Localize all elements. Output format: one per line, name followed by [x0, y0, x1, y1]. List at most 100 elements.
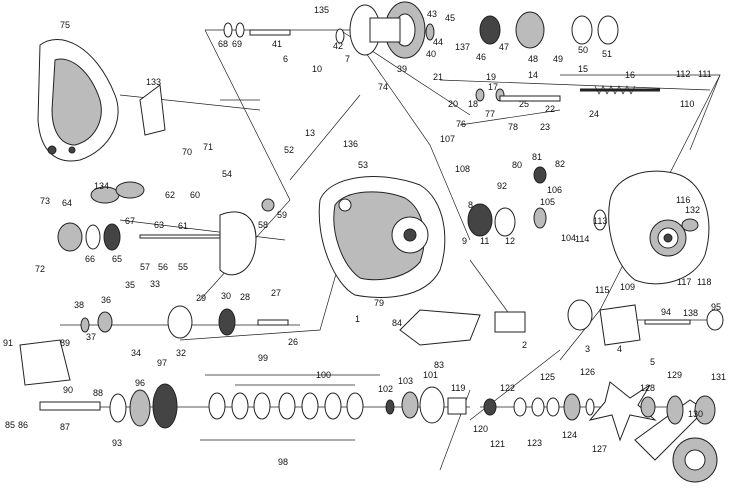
part-label: 56	[158, 262, 168, 272]
part-label: 88	[93, 388, 103, 398]
part-label: 5	[650, 357, 655, 367]
part-label: 30	[221, 291, 231, 301]
part-label: 97	[157, 358, 167, 368]
part-label: 52	[284, 145, 294, 155]
part-label: 48	[528, 54, 538, 64]
part-label: 29	[196, 293, 206, 303]
part-label: 138	[683, 308, 698, 318]
part-label: 8	[468, 200, 473, 210]
part-label: 111	[698, 69, 712, 79]
part-label: 37	[86, 332, 96, 342]
part-label: 137	[455, 42, 470, 52]
part-label: 120	[473, 424, 488, 434]
part-label: 53	[358, 160, 368, 170]
part-label: 125	[540, 372, 555, 382]
part-label: 20	[448, 99, 458, 109]
part-label: 89	[60, 338, 70, 348]
part-label: 39	[397, 64, 407, 74]
part-label: 18	[468, 99, 478, 109]
part-label: 84	[392, 318, 402, 328]
part-label: 80	[512, 160, 522, 170]
part-label: 21	[433, 72, 443, 82]
part-label: 101	[423, 370, 438, 380]
part-label: 74	[378, 82, 388, 92]
part-label: 75	[60, 20, 70, 30]
part-label: 7	[345, 54, 350, 64]
clicker-parts	[19, 84, 166, 386]
part-label: 62	[165, 190, 175, 200]
part-label: 22	[545, 104, 555, 114]
part-label: 2	[522, 340, 527, 350]
part-label: 105	[540, 197, 555, 207]
part-label: 14	[528, 70, 538, 80]
part-label: 34	[131, 348, 141, 358]
part-label: 82	[555, 159, 565, 169]
part-label: 115	[595, 285, 609, 295]
part-label: 58	[258, 220, 268, 230]
part-label: 71	[203, 142, 213, 152]
part-label: 113	[593, 216, 607, 226]
part-label: 127	[592, 444, 607, 454]
part-label: 126	[580, 367, 595, 377]
part-label: 94	[661, 307, 671, 317]
part-label: 73	[40, 196, 50, 206]
part-label: 98	[278, 457, 288, 467]
part-label: 90	[63, 385, 73, 395]
part-label: 109	[620, 282, 635, 292]
part-label: 99	[258, 353, 268, 363]
part-label: 33	[150, 279, 160, 289]
part-label: 23	[540, 122, 550, 132]
part-label: 110	[680, 99, 694, 109]
part-label: 54	[222, 169, 232, 179]
part-label: 86	[18, 420, 28, 430]
part-label: 65	[112, 254, 122, 264]
part-label: 26	[288, 337, 298, 347]
part-label: 66	[85, 254, 95, 264]
part-label: 11	[480, 236, 489, 246]
side-plate-left	[37, 39, 119, 162]
part-label: 83	[434, 360, 444, 370]
part-labels: 1 2 3 4 5 6 7 8 9 10 11 12 13 14 15 16 1…	[3, 5, 726, 467]
part-label: 3	[585, 344, 590, 354]
spool	[349, 1, 426, 59]
part-label: 16	[625, 70, 635, 80]
part-label: 49	[553, 54, 563, 64]
part-label: 24	[589, 109, 599, 119]
part-label: 133	[146, 77, 161, 87]
part-label: 4	[617, 344, 622, 354]
part-label: 35	[125, 280, 135, 290]
part-label: 6	[283, 54, 288, 64]
part-label: 95	[711, 302, 721, 312]
part-label: 72	[35, 264, 45, 274]
part-label: 68	[218, 39, 228, 49]
part-label: 47	[499, 42, 509, 52]
part-label: 55	[178, 262, 188, 272]
part-label: 96	[135, 378, 145, 388]
part-label: 103	[398, 376, 413, 386]
part-label: 106	[547, 185, 562, 195]
frame-body	[318, 176, 446, 298]
part-label: 57	[140, 262, 150, 272]
part-label: 108	[455, 164, 470, 174]
part-label: 76	[456, 119, 466, 129]
part-label: 64	[62, 198, 72, 208]
part-label: 78	[508, 122, 518, 132]
part-label: 25	[519, 99, 529, 109]
part-label: 93	[112, 438, 122, 448]
part-label: 87	[60, 422, 70, 432]
part-label: 130	[688, 409, 703, 419]
part-label: 40	[426, 49, 436, 59]
side-cover-right	[608, 170, 710, 285]
part-label: 32	[176, 348, 186, 358]
part-label: 10	[312, 64, 322, 74]
part-label: 117	[677, 277, 691, 287]
part-label: 60	[190, 190, 200, 200]
worm-shaft	[580, 85, 660, 95]
part-label: 41	[272, 39, 282, 49]
part-label: 116	[676, 195, 690, 205]
part-label: 50	[578, 45, 588, 55]
part-label: 69	[232, 39, 242, 49]
clutch-plate	[399, 309, 481, 346]
part-label: 81	[532, 152, 542, 162]
